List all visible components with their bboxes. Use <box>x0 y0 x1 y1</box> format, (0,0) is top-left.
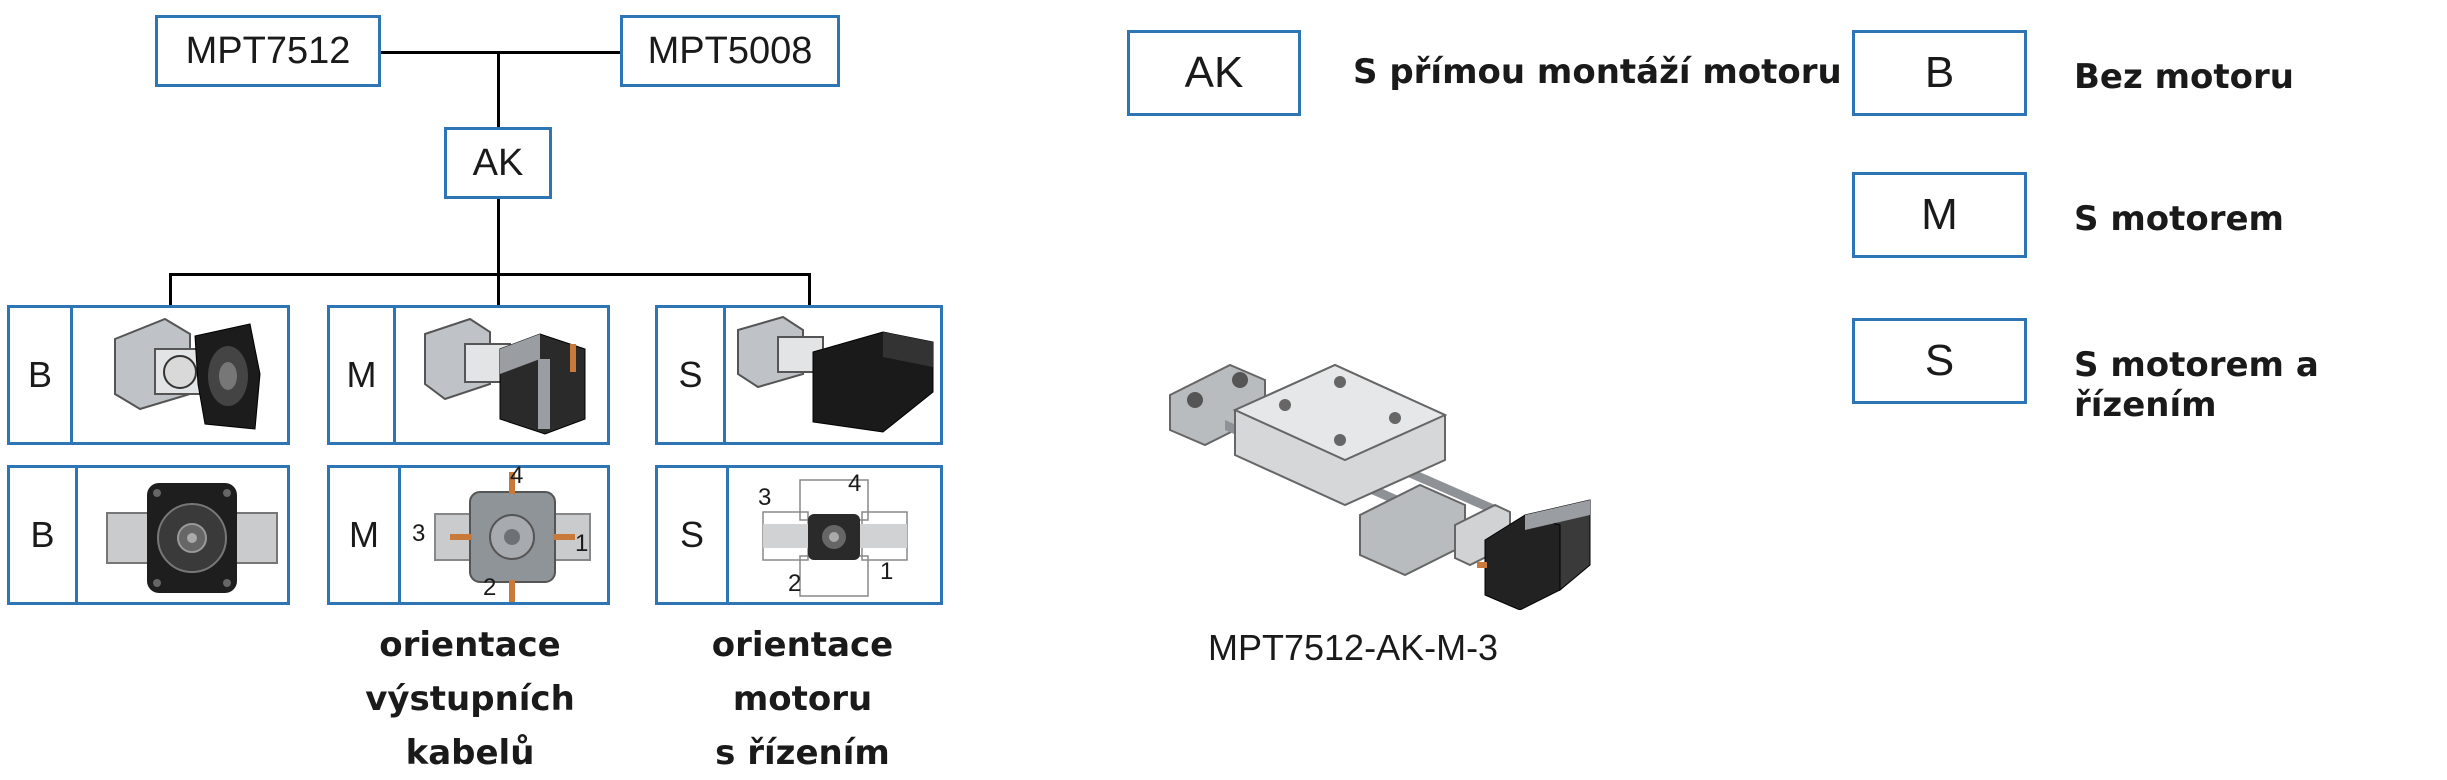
model-label: MPT7512 <box>185 29 351 72</box>
option-cell-s: S <box>655 305 943 445</box>
connector-branch-m <box>497 273 500 308</box>
motor-orientation-diagram <box>762 479 908 597</box>
option-code: B <box>10 468 78 602</box>
connector-branch-b <box>169 273 172 308</box>
legend-code: M <box>1921 190 1958 239</box>
orientation-cell-m: M 4 3 1 2 <box>327 462 610 605</box>
option-code: B <box>10 308 73 442</box>
linear-stage-product-image <box>1169 363 1591 610</box>
orientation-number: 4 <box>848 470 862 497</box>
option-code: M <box>330 308 396 442</box>
legend-code: B <box>1924 48 1955 97</box>
legend-text-b: Bez motoru <box>2074 57 2294 97</box>
stepper-motor-image <box>424 317 586 435</box>
orientation-number: 2 <box>788 570 802 597</box>
model-box-mpt7512: MPT7512 <box>155 15 381 87</box>
motor-with-driver-image <box>737 315 934 433</box>
flange-front-view <box>106 483 278 593</box>
caption-line: orientace motoru <box>711 625 894 719</box>
connector-branch-horizontal <box>169 273 810 276</box>
mount-box-ak: AK <box>444 127 552 199</box>
orientation-number: 1 <box>880 558 894 585</box>
caption-line: s řízením <box>715 733 890 773</box>
product-caption: MPT7512-AK-M-3 <box>1208 627 1499 668</box>
orientation-number: 3 <box>758 484 772 511</box>
motor-orientation-caption: orientace motoru s řízením <box>640 618 965 780</box>
orientation-cell-s: S 4 3 1 2 <box>655 465 943 605</box>
option-cell-m: M <box>327 305 610 445</box>
option-code: S <box>658 468 729 602</box>
connector-branch-s <box>808 273 811 308</box>
model-box-mpt5008: MPT5008 <box>620 15 840 87</box>
cable-orientation-diagram <box>434 472 591 602</box>
caption-line: výstupních kabelů <box>365 679 575 773</box>
legend-text-ak: S přímou montáží motoru <box>1353 52 1842 92</box>
orientation-cell-b: B <box>7 465 290 605</box>
legend-code: AK <box>1184 48 1244 97</box>
caption-line: orientace <box>379 625 561 665</box>
option-cell-b: B <box>7 305 290 445</box>
legend-code: S <box>1924 336 1955 385</box>
model-label: MPT5008 <box>647 29 813 72</box>
connector-models-to-ak <box>497 51 500 129</box>
orientation-number: 4 <box>510 462 524 489</box>
legend-code-box-ak: AK <box>1127 30 1301 116</box>
orientation-number: 3 <box>412 520 426 547</box>
legend-code-box-s: S <box>1852 318 2027 404</box>
option-code: M <box>330 468 401 602</box>
legend-code-box-m: M <box>1852 172 2027 258</box>
legend-text-s: S motorem a řízením <box>2074 345 2319 425</box>
orientation-number: 1 <box>575 530 589 557</box>
option-code: S <box>658 308 726 442</box>
cable-orientation-caption: orientace výstupních kabelů <box>300 618 640 780</box>
gearbox-flange-image <box>114 317 261 430</box>
orientation-number: 2 <box>483 574 497 601</box>
legend-text-m: S motorem <box>2074 199 2284 239</box>
connector-models <box>378 51 622 54</box>
connector-ak-down <box>497 197 500 275</box>
mount-label: AK <box>472 141 524 184</box>
legend-code-box-b: B <box>1852 30 2027 116</box>
